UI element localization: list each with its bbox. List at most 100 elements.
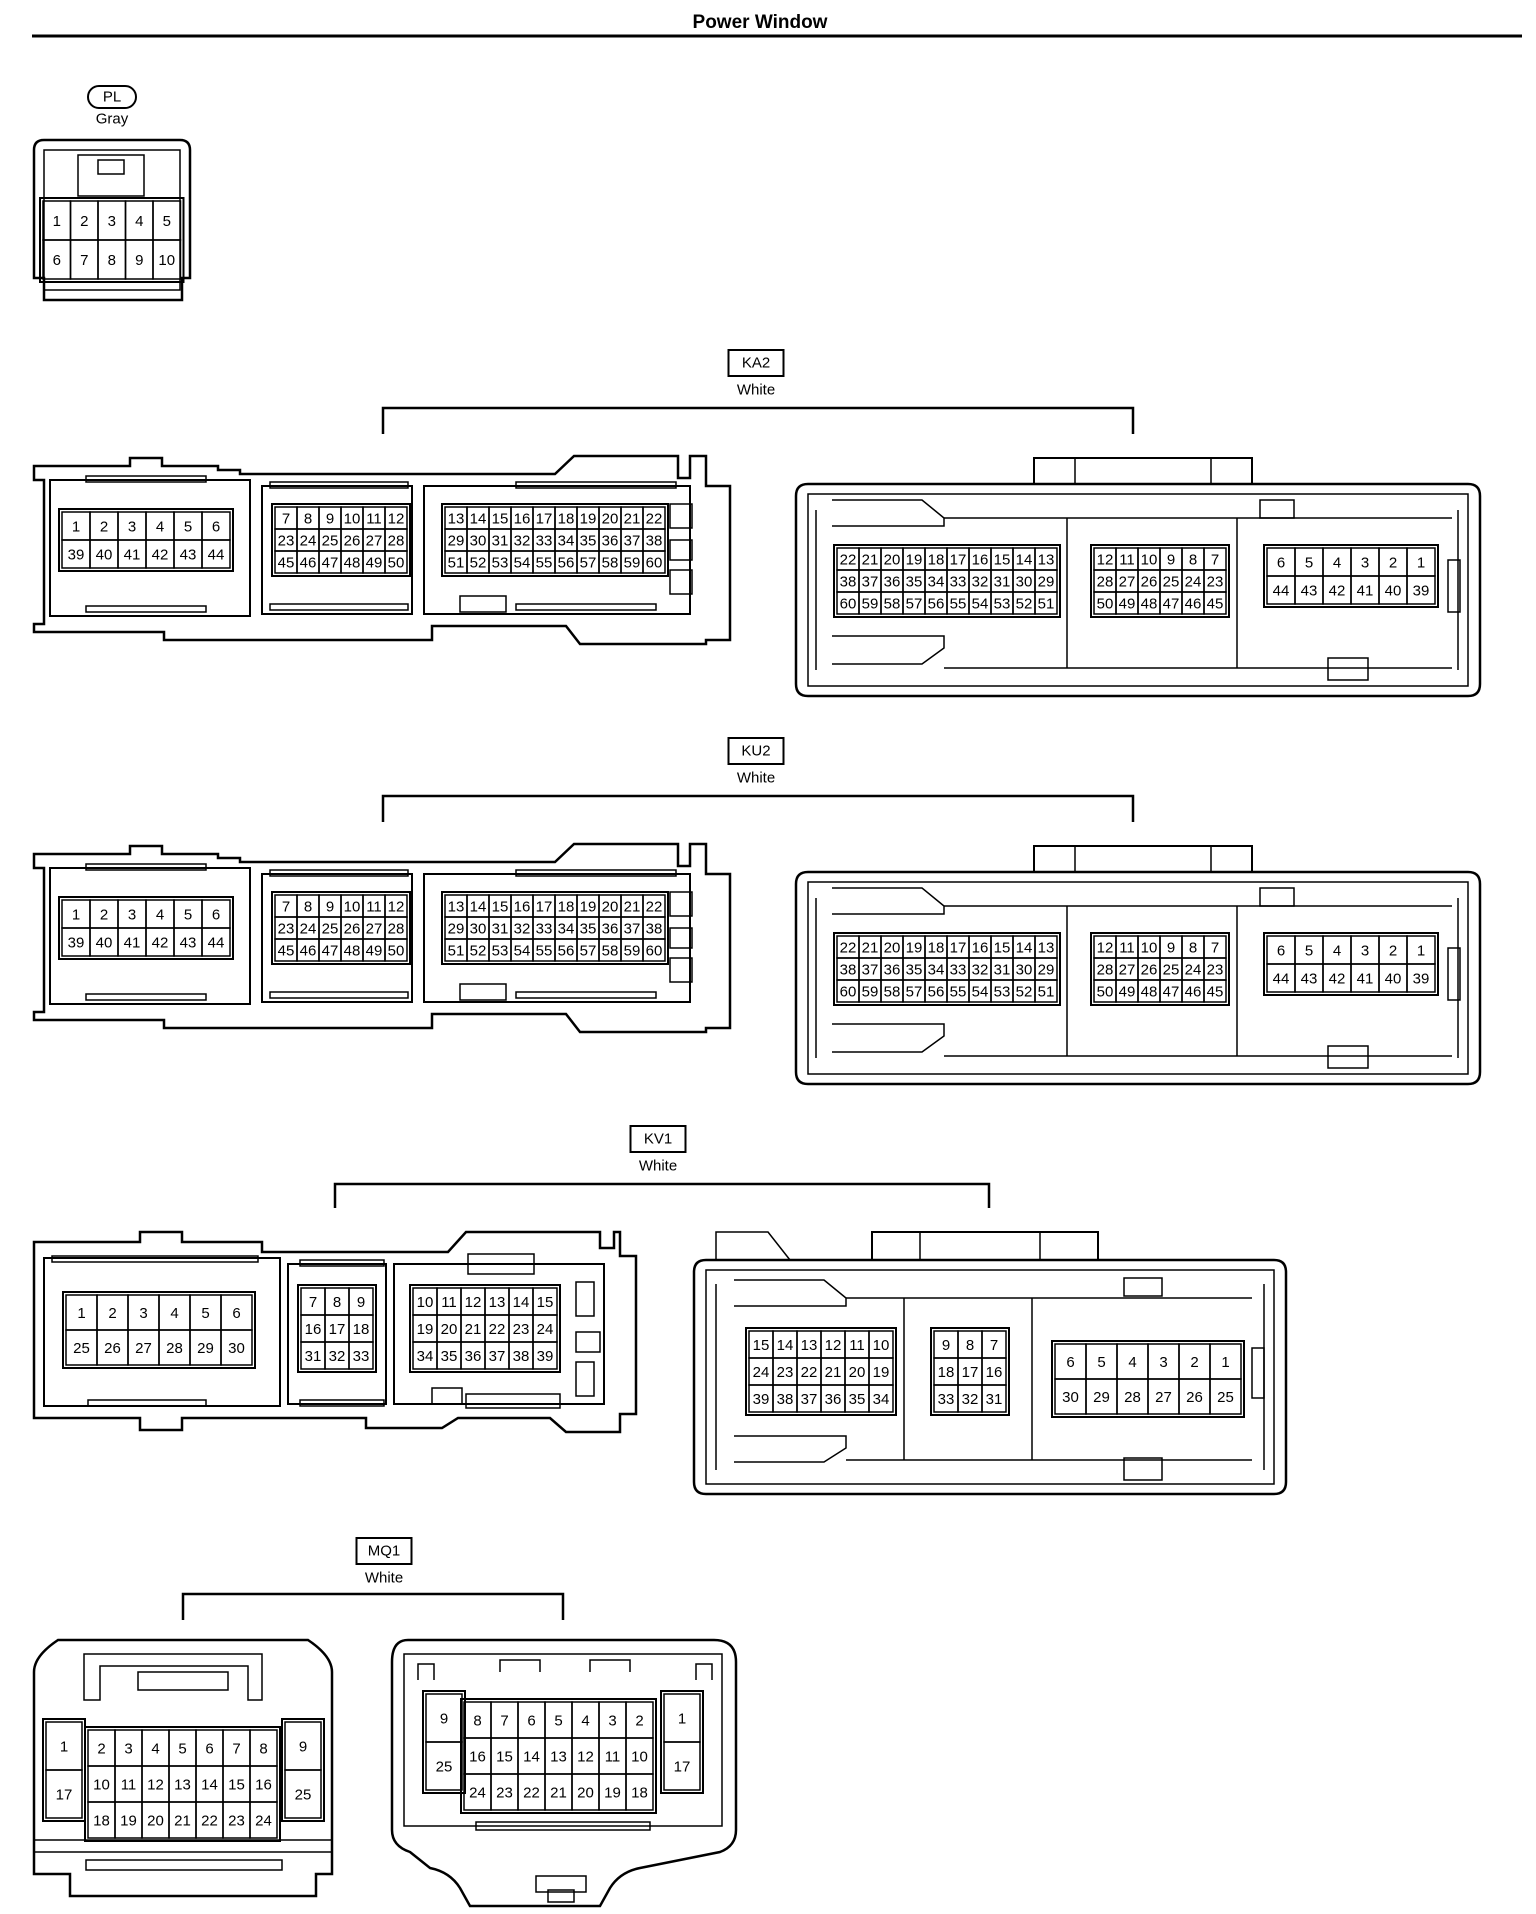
connector-id-badge [87, 85, 137, 109]
pin-label: 5 [1305, 943, 1313, 960]
pin-label: 26 [1141, 574, 1158, 591]
pin-label: 32 [972, 962, 989, 979]
pin-label: 1 [72, 519, 80, 536]
pin-block-frame [460, 1698, 657, 1814]
housing-bay [49, 867, 251, 1005]
housing-outline [32, 454, 732, 646]
pin-label: 28 [1124, 1389, 1141, 1406]
pin-label: 20 [602, 511, 619, 528]
pin-label: 35 [906, 962, 923, 979]
pin-label: 58 [884, 596, 901, 613]
pin-label: 11 [605, 1749, 621, 1766]
pin-label: 10 [344, 899, 361, 916]
pin-block-frame [409, 1284, 561, 1373]
housing-inner [807, 493, 1469, 687]
pin-label: 3 [1159, 1354, 1167, 1371]
pin-cell [284, 1769, 322, 1819]
pin-label: 22 [840, 552, 857, 569]
pin-label: 50 [388, 943, 405, 960]
pin-label: 5 [1305, 555, 1313, 572]
pin-label: 38 [646, 533, 663, 550]
pin-block-frame [1090, 544, 1230, 618]
pin-label: 33 [938, 1391, 955, 1408]
pin-block-frame [58, 896, 234, 960]
rib [515, 603, 657, 611]
pin-label: 3 [1361, 555, 1369, 572]
pin-label: 21 [624, 511, 641, 528]
pin-label: 17 [962, 1364, 979, 1381]
pin-label: 5 [1097, 1354, 1105, 1371]
pin-label: 47 [322, 555, 339, 572]
pin-label: 27 [1155, 1389, 1172, 1406]
pin-label: 31 [986, 1391, 1003, 1408]
pin-label: 11 [441, 1294, 457, 1311]
pin-label: 42 [1329, 971, 1346, 988]
pin-label: 39 [1413, 583, 1430, 600]
pin-label: 17 [536, 899, 553, 916]
pin-label: 5 [184, 519, 192, 536]
pin-label: 3 [1361, 943, 1369, 960]
pin-label: 20 [849, 1364, 866, 1381]
pin-label: 55 [536, 943, 553, 960]
pin-label: 38 [840, 574, 857, 591]
pin-label: 24 [1185, 574, 1202, 591]
pin-label: 1 [53, 213, 61, 230]
pin-label: 15 [537, 1294, 554, 1311]
pin-label: 4 [151, 1741, 159, 1758]
pin-label: 15 [753, 1337, 770, 1354]
pin-label: 4 [1128, 1354, 1136, 1371]
side-lock [669, 539, 693, 561]
pin-label: 44 [1273, 971, 1290, 988]
guide-rail [734, 1279, 847, 1307]
pin-label: 9 [326, 511, 334, 528]
pin-label: 51 [448, 943, 465, 960]
pin-label: 36 [884, 962, 901, 979]
pin-label: 52 [1016, 596, 1033, 613]
side-lock [669, 891, 693, 917]
pin-label: 46 [1185, 596, 1202, 613]
pin-label: 38 [646, 921, 663, 938]
pin-label: 49 [1119, 984, 1136, 1001]
rib [299, 1259, 385, 1267]
side-lock [575, 1331, 601, 1353]
pin-label: 12 [388, 511, 405, 528]
pin-label: 41 [1357, 971, 1374, 988]
pin-label: 13 [1038, 552, 1055, 569]
connector-id-label: KV1 [644, 1131, 672, 1148]
pin-label: 43 [1301, 971, 1318, 988]
pin-label: 60 [840, 984, 857, 1001]
pin-label: 46 [1185, 984, 1202, 1001]
pin-label: 54 [972, 984, 989, 1001]
pin-cell [868, 1384, 894, 1413]
connector-id-box [727, 737, 785, 765]
pin-block-frame [441, 503, 669, 577]
pin-label: 48 [344, 555, 361, 572]
pin-label: 48 [1141, 984, 1158, 1001]
pin-block-frame [1090, 932, 1230, 1006]
pin-cell [384, 550, 408, 574]
pin-block-frame [745, 1327, 897, 1416]
pin-label: 26 [104, 1340, 121, 1357]
pin-label: 32 [962, 1391, 979, 1408]
pin-label: 36 [825, 1391, 842, 1408]
housing-outline [794, 870, 1482, 1086]
pin-label: 15 [496, 1749, 513, 1766]
pin-label: 53 [492, 943, 509, 960]
pin-label: 24 [753, 1364, 770, 1381]
pin-label: 3 [128, 519, 136, 536]
side-rail [1447, 947, 1461, 1001]
pin-label: 27 [366, 533, 383, 550]
pin-label: 14 [523, 1749, 540, 1766]
pin-label: 50 [1097, 596, 1114, 613]
pin-cell [1203, 979, 1227, 1003]
connector-color-label: Gray [96, 111, 129, 128]
pin-label: 44 [208, 547, 225, 564]
pin-label: 9 [357, 1294, 365, 1311]
pin-label: 39 [68, 547, 85, 564]
pin-label: 1 [1221, 1354, 1229, 1371]
pin-label: 11 [366, 511, 382, 528]
pin-label: 42 [152, 547, 169, 564]
pin-label: 8 [1189, 940, 1197, 957]
connector-id-label: KA2 [742, 355, 770, 372]
